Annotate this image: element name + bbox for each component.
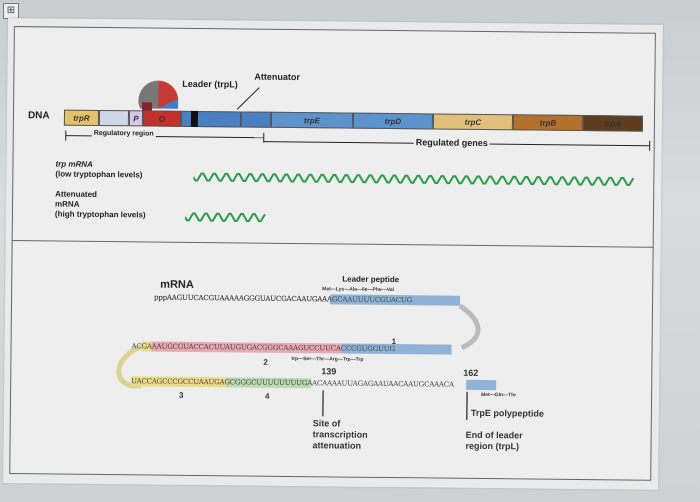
position-139: 139	[321, 366, 337, 377]
position-162: 162	[463, 367, 479, 378]
operator-segment: O	[142, 110, 182, 127]
attenuated-mrna-label: mRNA	[55, 199, 80, 209]
region-1-number: 1	[391, 337, 397, 347]
trpA-segment: trpA	[582, 115, 644, 132]
regulated-genes-label: Regulated genes	[413, 137, 490, 149]
full-mrna-wave	[193, 172, 635, 186]
spacer-segment	[98, 109, 130, 127]
end-leader-label-1: End of leader	[465, 429, 523, 441]
regulatory-region-label: Regulatory region	[91, 129, 156, 138]
callout-lines	[322, 390, 468, 420]
site-label-2: transcription	[312, 429, 368, 440]
leader-sequence-panel: mRNA Leader peptide Met—Lys—Ala—Ile—Phe—…	[9, 240, 654, 481]
end-leader-label-2: region (trpL)	[465, 440, 520, 452]
promoter-segment: P	[128, 110, 144, 127]
app-icon: ⊞	[3, 3, 19, 19]
attenuated-mrna-wave	[184, 212, 266, 223]
site-label-1: Site of	[312, 418, 341, 429]
trpE-polypeptide-label: TrpE polypeptide	[470, 407, 544, 419]
attenuator-label: Attenuator	[254, 71, 300, 83]
attenuator-segment	[240, 111, 272, 128]
trpE-start-highlight	[466, 379, 497, 391]
attenuated-label: Attenuated	[55, 189, 97, 199]
attenuator-marker	[190, 110, 199, 127]
mrna-label: mRNA	[160, 278, 194, 291]
low-trp-label: (low tryptophan levels)	[55, 169, 143, 180]
textbook-page: Leader (trpL) Attenuator DNA trpR P O tr…	[3, 18, 663, 490]
rna-polymerase-icon	[138, 80, 179, 113]
trp-mrna-label: trp mRNA	[55, 159, 93, 169]
attenuator-pointer	[236, 87, 260, 110]
region-2-number: 2	[263, 357, 268, 367]
dna-label: DNA	[27, 110, 50, 122]
trpD-segment: trpD	[352, 112, 434, 130]
region-3-number: 3	[179, 390, 184, 400]
leader-peptide-label: Leader peptide	[342, 274, 400, 285]
high-trp-label: (high tryptophan levels)	[54, 209, 146, 220]
site-label-3: attenuation	[312, 440, 362, 451]
operon-panel: Leader (trpL) Attenuator DNA trpR P O tr…	[11, 26, 656, 263]
trpE-segment: trpE	[270, 111, 354, 129]
gene-segment: trpR	[63, 109, 100, 126]
region-4-number: 4	[265, 391, 270, 401]
trpC-segment: trpC	[432, 113, 514, 131]
peptide-sequence-top: Met—Lys—Ala—Ile—Phe—Val	[322, 286, 394, 294]
peptide-sequence-bottom: trp—Ser—Thr—Arg—Trp—Trp	[291, 355, 364, 363]
trpB-segment: trpB	[512, 114, 584, 132]
